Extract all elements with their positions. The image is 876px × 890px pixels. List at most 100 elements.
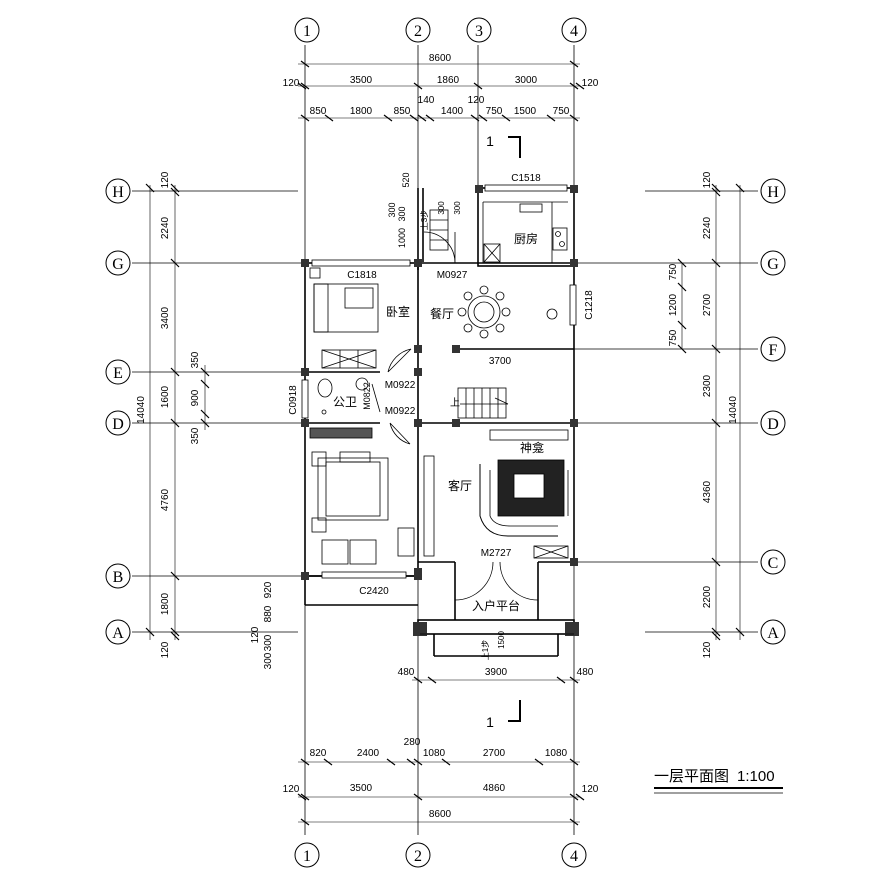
dim-left-d: 1600 — [160, 385, 171, 408]
dim-right-total: 14040 — [728, 396, 739, 424]
dim-top-row1-e: 120 — [582, 78, 599, 89]
axis-bubble-2-bottom: 2 — [405, 842, 431, 868]
axis-bubble-1-top: 1 — [294, 17, 320, 43]
axis-bubble-A-right: A — [760, 619, 786, 645]
dim-left-small-c: 120 — [250, 626, 261, 643]
svg-text:4: 4 — [570, 23, 578, 40]
label-door-m0922-b: M0922 — [385, 406, 416, 417]
label-window-c0918: C0918 — [288, 385, 299, 415]
svg-text:1: 1 — [303, 23, 311, 40]
dim-top-row2-b: 1800 — [350, 106, 373, 117]
axis-bubble-B-left: B — [105, 563, 131, 589]
dim-stair-a: 520 — [401, 172, 411, 187]
dim-top-row2-a: 850 — [310, 106, 327, 117]
axis-bubble-G-left: G — [105, 250, 131, 276]
dim-bottom-row2-a: 120 — [283, 784, 300, 795]
dim-platform-c: 480 — [577, 667, 594, 678]
dim-left-e: 4760 — [160, 488, 171, 511]
dim-bottom-row2-c: 4860 — [483, 783, 506, 794]
svg-text:2: 2 — [414, 848, 422, 865]
dim-left-small-e: 300 — [263, 652, 274, 669]
axis-bubble-H-right: H — [760, 178, 786, 204]
dim-top-row2-d: 140 — [418, 95, 435, 106]
svg-text:A: A — [767, 625, 779, 642]
dim-left-total: 14040 — [136, 396, 147, 424]
room-kitchen: 厨房 — [514, 231, 538, 246]
dim-right-d: 2300 — [702, 374, 713, 397]
section-markers — [508, 136, 521, 722]
dim-left-b: 2240 — [160, 216, 171, 239]
svg-text:F: F — [769, 342, 778, 359]
living-room-fixtures — [479, 429, 569, 537]
dim-right-c: 2700 — [702, 293, 713, 316]
dim-stair-c: 300 — [397, 206, 407, 221]
dim-top-row1-d: 3000 — [515, 75, 538, 86]
dim-stair2-a: 300 — [437, 201, 446, 215]
master-bedroom-fixtures — [309, 427, 435, 565]
dim-right-b: 2240 — [702, 216, 713, 239]
dim-right-a: 120 — [702, 171, 713, 188]
dim-top-row2-f: 120 — [468, 95, 485, 106]
staircase — [420, 209, 574, 635]
dim-stair-d: 1000 — [397, 228, 407, 248]
dim-top-row2-g: 750 — [486, 106, 503, 117]
axis-bubble-F-right: F — [760, 336, 786, 362]
dim-right-inner-b: 1200 — [668, 293, 679, 316]
svg-text:A: A — [112, 625, 124, 642]
axis-bubble-3-top: 3 — [466, 17, 492, 43]
dim-left-g: 120 — [160, 641, 171, 658]
walls — [304, 187, 575, 657]
dim-bottom-row1-e: 2700 — [483, 748, 506, 759]
title-scale: 1:100 — [737, 768, 775, 785]
room-entry-platform: 入户平台 — [472, 598, 520, 613]
label-up-mark: 上 — [450, 397, 460, 409]
dim-top-row2-h: 1500 — [514, 106, 537, 117]
label-door-m0922-a: M0922 — [385, 380, 416, 391]
axis-bubble-H-left: H — [105, 178, 131, 204]
axis-bubble-D-right: D — [760, 410, 786, 436]
svg-text:4: 4 — [570, 848, 578, 865]
room-living: 客厅 — [448, 478, 472, 493]
dim-top-row2-i: 750 — [553, 106, 570, 117]
dim-left-f: 1800 — [160, 592, 171, 615]
dim-left-inner-a: 350 — [190, 351, 201, 368]
dim-top-total: 8600 — [429, 53, 452, 64]
label-window-c1518: C1518 — [511, 173, 541, 184]
svg-text:D: D — [767, 416, 779, 433]
dim-right-g: 120 — [702, 641, 713, 658]
svg-text:H: H — [767, 184, 779, 201]
windows — [301, 184, 577, 579]
dimensions-bottom-lines — [297, 676, 585, 826]
dim-left-a: 120 — [160, 171, 171, 188]
dim-right-e: 4360 — [702, 480, 713, 503]
dim-bottom-row1-b: 2400 — [357, 748, 380, 759]
room-dining: 餐厅 — [430, 306, 454, 321]
dim-left-inner-b: 900 — [190, 389, 201, 406]
drawing-title: 一层平面图 1:100 — [654, 768, 783, 794]
room-bedroom-small: 卧室 — [386, 304, 410, 319]
kitchen-fixtures — [482, 201, 568, 263]
label-window-c1218: C1218 — [584, 290, 595, 320]
label-window-c2420: C2420 — [359, 586, 389, 597]
room-shrine: 神龛 — [520, 441, 544, 455]
svg-text:C: C — [768, 555, 779, 572]
axis-bubble-D-left: D — [105, 410, 131, 436]
dim-top-row2-e: 1400 — [441, 106, 464, 117]
dim-bottom-row2-d: 120 — [582, 784, 599, 795]
label-up-one: 上1步 — [481, 640, 490, 660]
dim-bottom-row2-b: 3500 — [350, 783, 373, 794]
axis-bubble-4-top: 4 — [561, 17, 587, 43]
structural-columns — [301, 185, 579, 636]
dim-top-row2-c: 850 — [394, 106, 411, 117]
dim-bottom-row1-c: 280 — [404, 737, 421, 748]
dim-bottom-row1-a: 820 — [310, 748, 327, 759]
dim-bottom-row1-f: 1080 — [545, 748, 568, 759]
axis-bubble-2-top: 2 — [405, 17, 431, 43]
dimensions-left-lines — [145, 183, 210, 641]
label-door-m0927: M0927 — [437, 270, 468, 281]
dim-stair2-b: 300 — [453, 201, 462, 215]
dim-left-c: 3400 — [160, 306, 171, 329]
svg-text:D: D — [112, 416, 124, 433]
dimensions-right-lines — [677, 183, 745, 641]
